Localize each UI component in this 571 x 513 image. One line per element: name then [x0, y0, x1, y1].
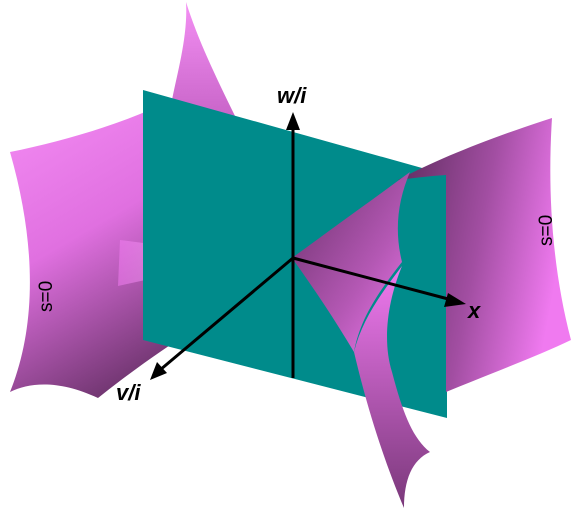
axis-arrowheads	[150, 112, 466, 380]
axes	[159, 128, 453, 378]
left-surface-label: s=0	[36, 281, 57, 312]
x-axis-label: x	[467, 298, 481, 323]
v-axis-arrowhead	[150, 362, 167, 380]
right-surface	[398, 118, 571, 392]
v-axis-label: v/i	[116, 380, 141, 405]
right-surface-label: s=0	[536, 215, 557, 246]
w-axis-arrowhead	[286, 112, 300, 130]
x-axis-line	[292, 256, 453, 302]
w-axis-label: w/i	[277, 83, 307, 108]
teal-plane	[143, 90, 447, 418]
lower-tip-surface	[354, 266, 430, 508]
v-axis-line	[159, 256, 294, 372]
x-axis-arrowhead	[444, 293, 466, 307]
center-fold-surface	[292, 172, 410, 352]
